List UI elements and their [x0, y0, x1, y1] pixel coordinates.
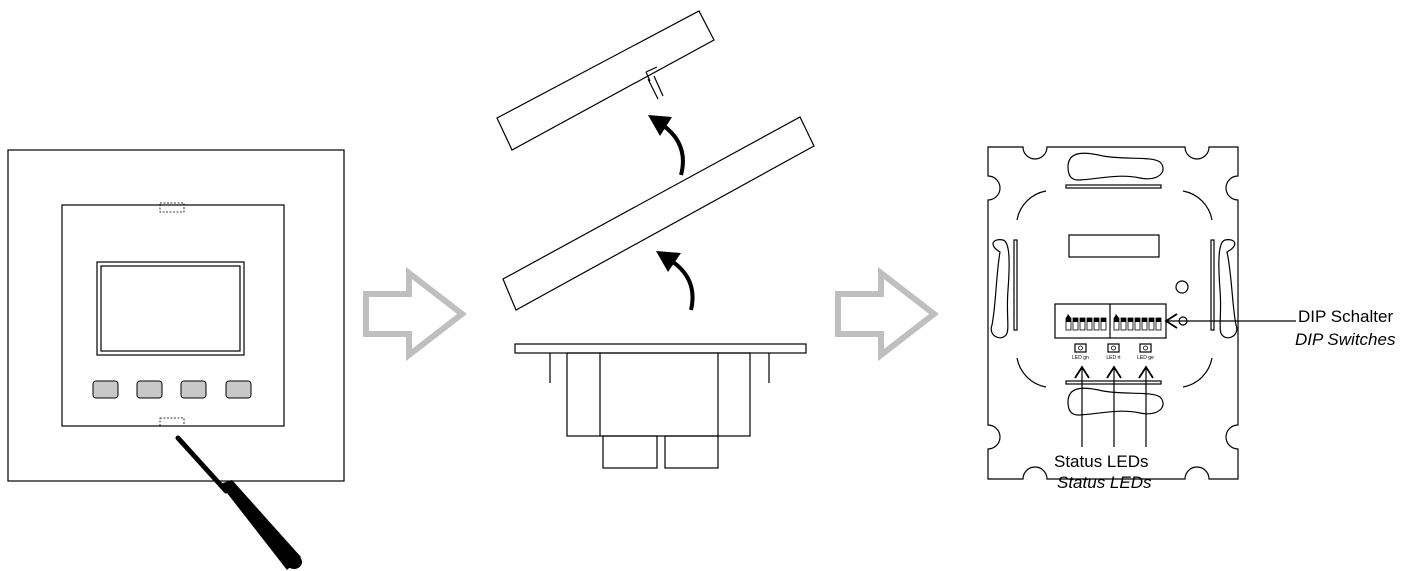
cover-frame [7, 149, 345, 482]
status-label-en: Status LEDs [1057, 473, 1152, 492]
device-button-1 [92, 380, 119, 399]
led-callout-arrows [1074, 365, 1154, 447]
release-clip-top [159, 202, 185, 213]
led-label-yellow: LED ge [1137, 355, 1154, 361]
dip-switch-block [1054, 303, 1167, 339]
step-arrow-1-icon [363, 266, 467, 362]
dip-callout-arrow [1164, 313, 1296, 329]
removed-display-module [496, 10, 715, 151]
device-side-view [514, 343, 807, 469]
screwdriver-icon [175, 435, 302, 570]
release-clip-bottom [159, 417, 185, 427]
dip-label-de: DIP Schalter [1298, 307, 1393, 326]
status-led-yellow: LED ge [1137, 343, 1154, 361]
led-label-green: LED gn [1072, 355, 1089, 361]
lift-arrow-lower-icon [656, 251, 695, 311]
device-button-4 [225, 380, 252, 399]
lift-arrow-upper-icon [648, 115, 685, 176]
display-outer [96, 261, 245, 356]
tilted-cover-frame [502, 116, 815, 311]
status-led-red: LED rt [1106, 343, 1121, 361]
status-label-de: Status LEDs [1054, 452, 1149, 471]
device-button-2 [136, 380, 163, 399]
display-inner [100, 265, 241, 352]
status-led-green: LED gn [1072, 343, 1089, 361]
dip-label-en: DIP Switches [1295, 330, 1396, 349]
device-front-view [7, 149, 345, 482]
step-arrow-2-icon [835, 266, 939, 362]
device-button-3 [180, 380, 207, 399]
base-unit-mounting-plate [987, 146, 1239, 480]
led-label-red: LED rt [1106, 355, 1121, 361]
